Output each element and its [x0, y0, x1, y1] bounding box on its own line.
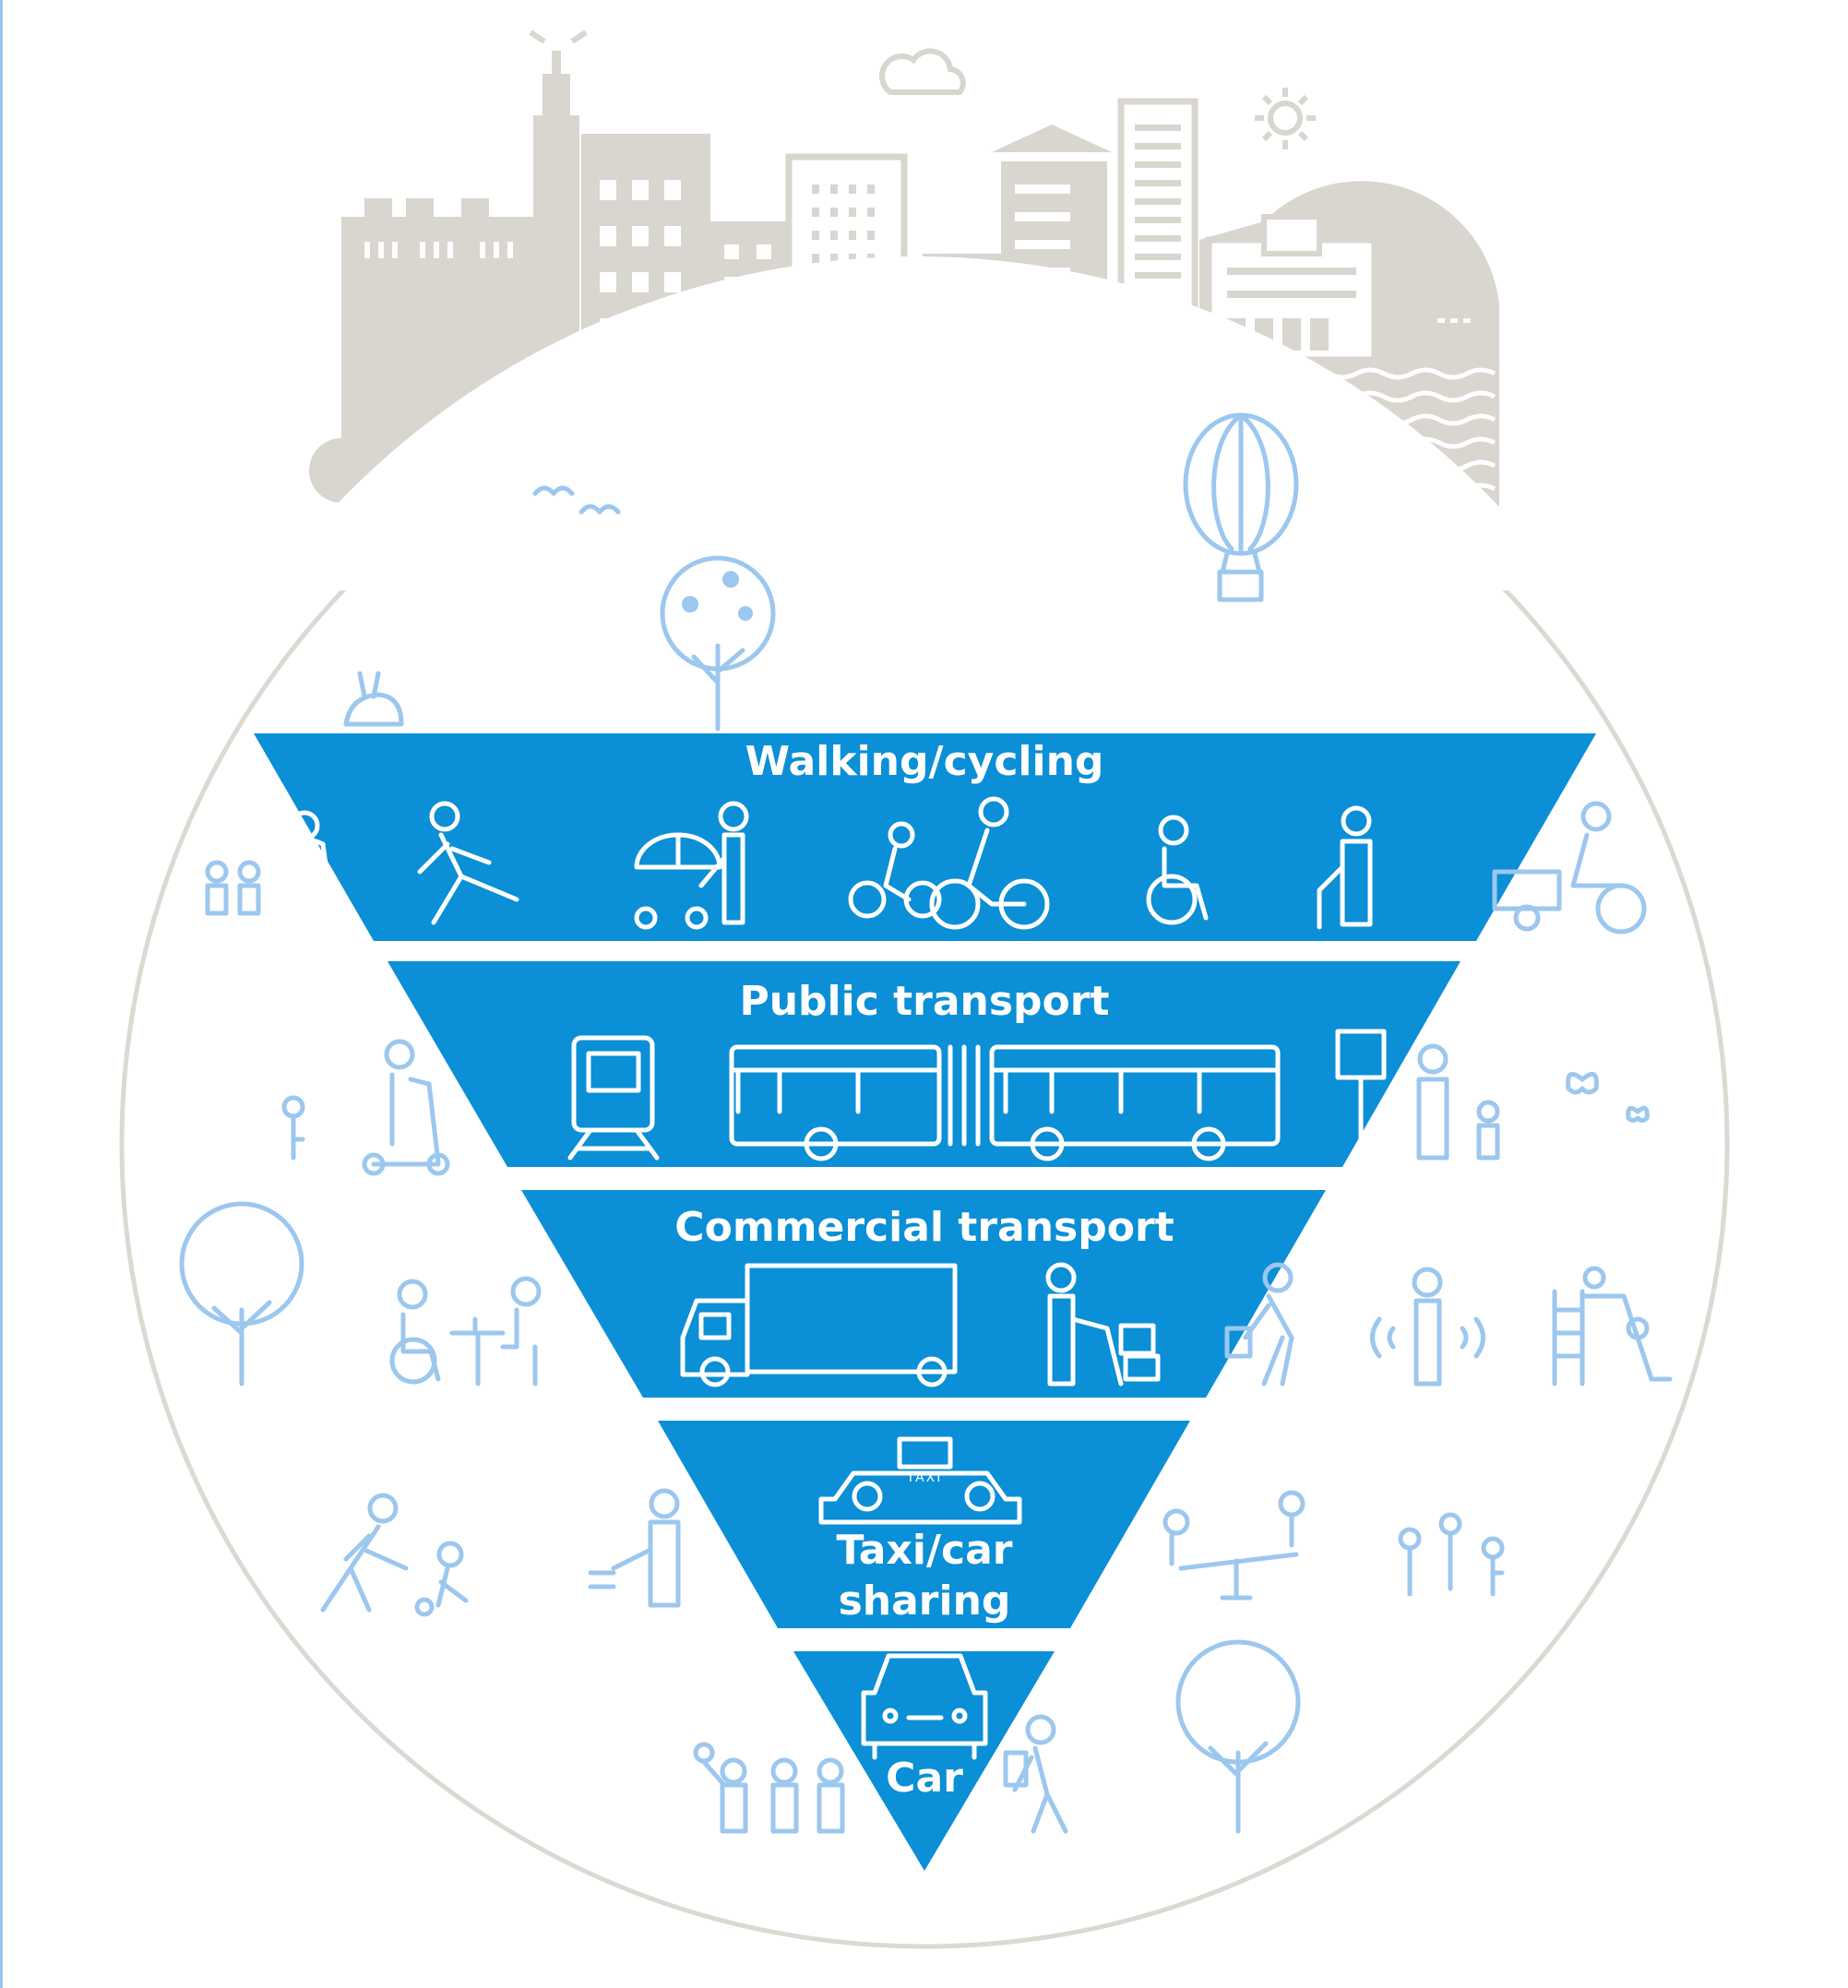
scooter-icon: [362, 1039, 450, 1176]
parent-child-icon: [1416, 1043, 1500, 1161]
band-car: [793, 1651, 1055, 1871]
band-label-taxi-line2: sharing: [839, 1577, 1011, 1625]
flower-tree-icon: [660, 555, 776, 732]
cargo-bike-icon: [1492, 801, 1647, 934]
city-skyline: [286, 30, 1568, 590]
hedge-trimmer-icon: [588, 1488, 681, 1608]
flower-row-icon: [1398, 1512, 1505, 1597]
band-walking-cycling: [254, 733, 1596, 941]
truck-icon: [680, 1263, 958, 1387]
taxi-icon: TAXI: [818, 1436, 1022, 1525]
left-edge-line: [0, 0, 3, 1988]
bicycles-icon: [848, 796, 1050, 930]
band-label-public-transport: Public transport: [739, 978, 1109, 1025]
band-commercial-transport: [521, 1190, 1326, 1398]
tree-icon: [179, 1201, 304, 1387]
tram-icon: [567, 1035, 660, 1161]
hot-air-balloon-icon: [1183, 412, 1299, 602]
cleaner-icon: [1224, 1262, 1294, 1387]
worker-signal-icon: [1370, 1267, 1485, 1387]
pedestrian-icon: [417, 801, 519, 925]
wheelchair-icon: [1146, 815, 1209, 925]
band-label-walking-cycling: Walking/cycling: [745, 738, 1104, 785]
bus-stop-icon: [1335, 1029, 1387, 1165]
cloud-icon: [879, 48, 966, 95]
cafe-table-icon: [389, 1276, 542, 1387]
tree-icon-bottom: [1175, 1639, 1301, 1834]
stroller-icon: [634, 801, 749, 930]
band-public-transport: [387, 961, 1461, 1167]
band-label-commercial-transport: Commercial transport: [674, 1204, 1174, 1251]
articulated-bus-icon: [729, 1044, 1281, 1161]
hierarchy-bands: [254, 733, 1596, 1871]
car-icon: [861, 1653, 988, 1760]
family-icon: [205, 810, 335, 916]
hiker-icon: [1003, 1714, 1068, 1834]
flower-icon: [281, 1095, 305, 1161]
taxi-badge: TAXI: [906, 1470, 943, 1485]
playground-slide-icon: [1552, 1266, 1673, 1387]
children-group-icon: [693, 1742, 845, 1834]
soccer-kids-icon: [320, 1493, 469, 1617]
butterfly-icon: [1566, 1071, 1650, 1123]
elderly-cane-icon: [1317, 805, 1373, 930]
bird-icon: [532, 485, 621, 515]
sun-icon: [1255, 88, 1316, 149]
seesaw-icon: [1162, 1490, 1306, 1601]
band-label-car: Car: [886, 1755, 963, 1802]
delivery-trolley-icon: [1045, 1262, 1161, 1387]
band-label-taxi-line1: Taxi/car: [836, 1527, 1012, 1574]
rabbit-icon: [343, 671, 404, 727]
